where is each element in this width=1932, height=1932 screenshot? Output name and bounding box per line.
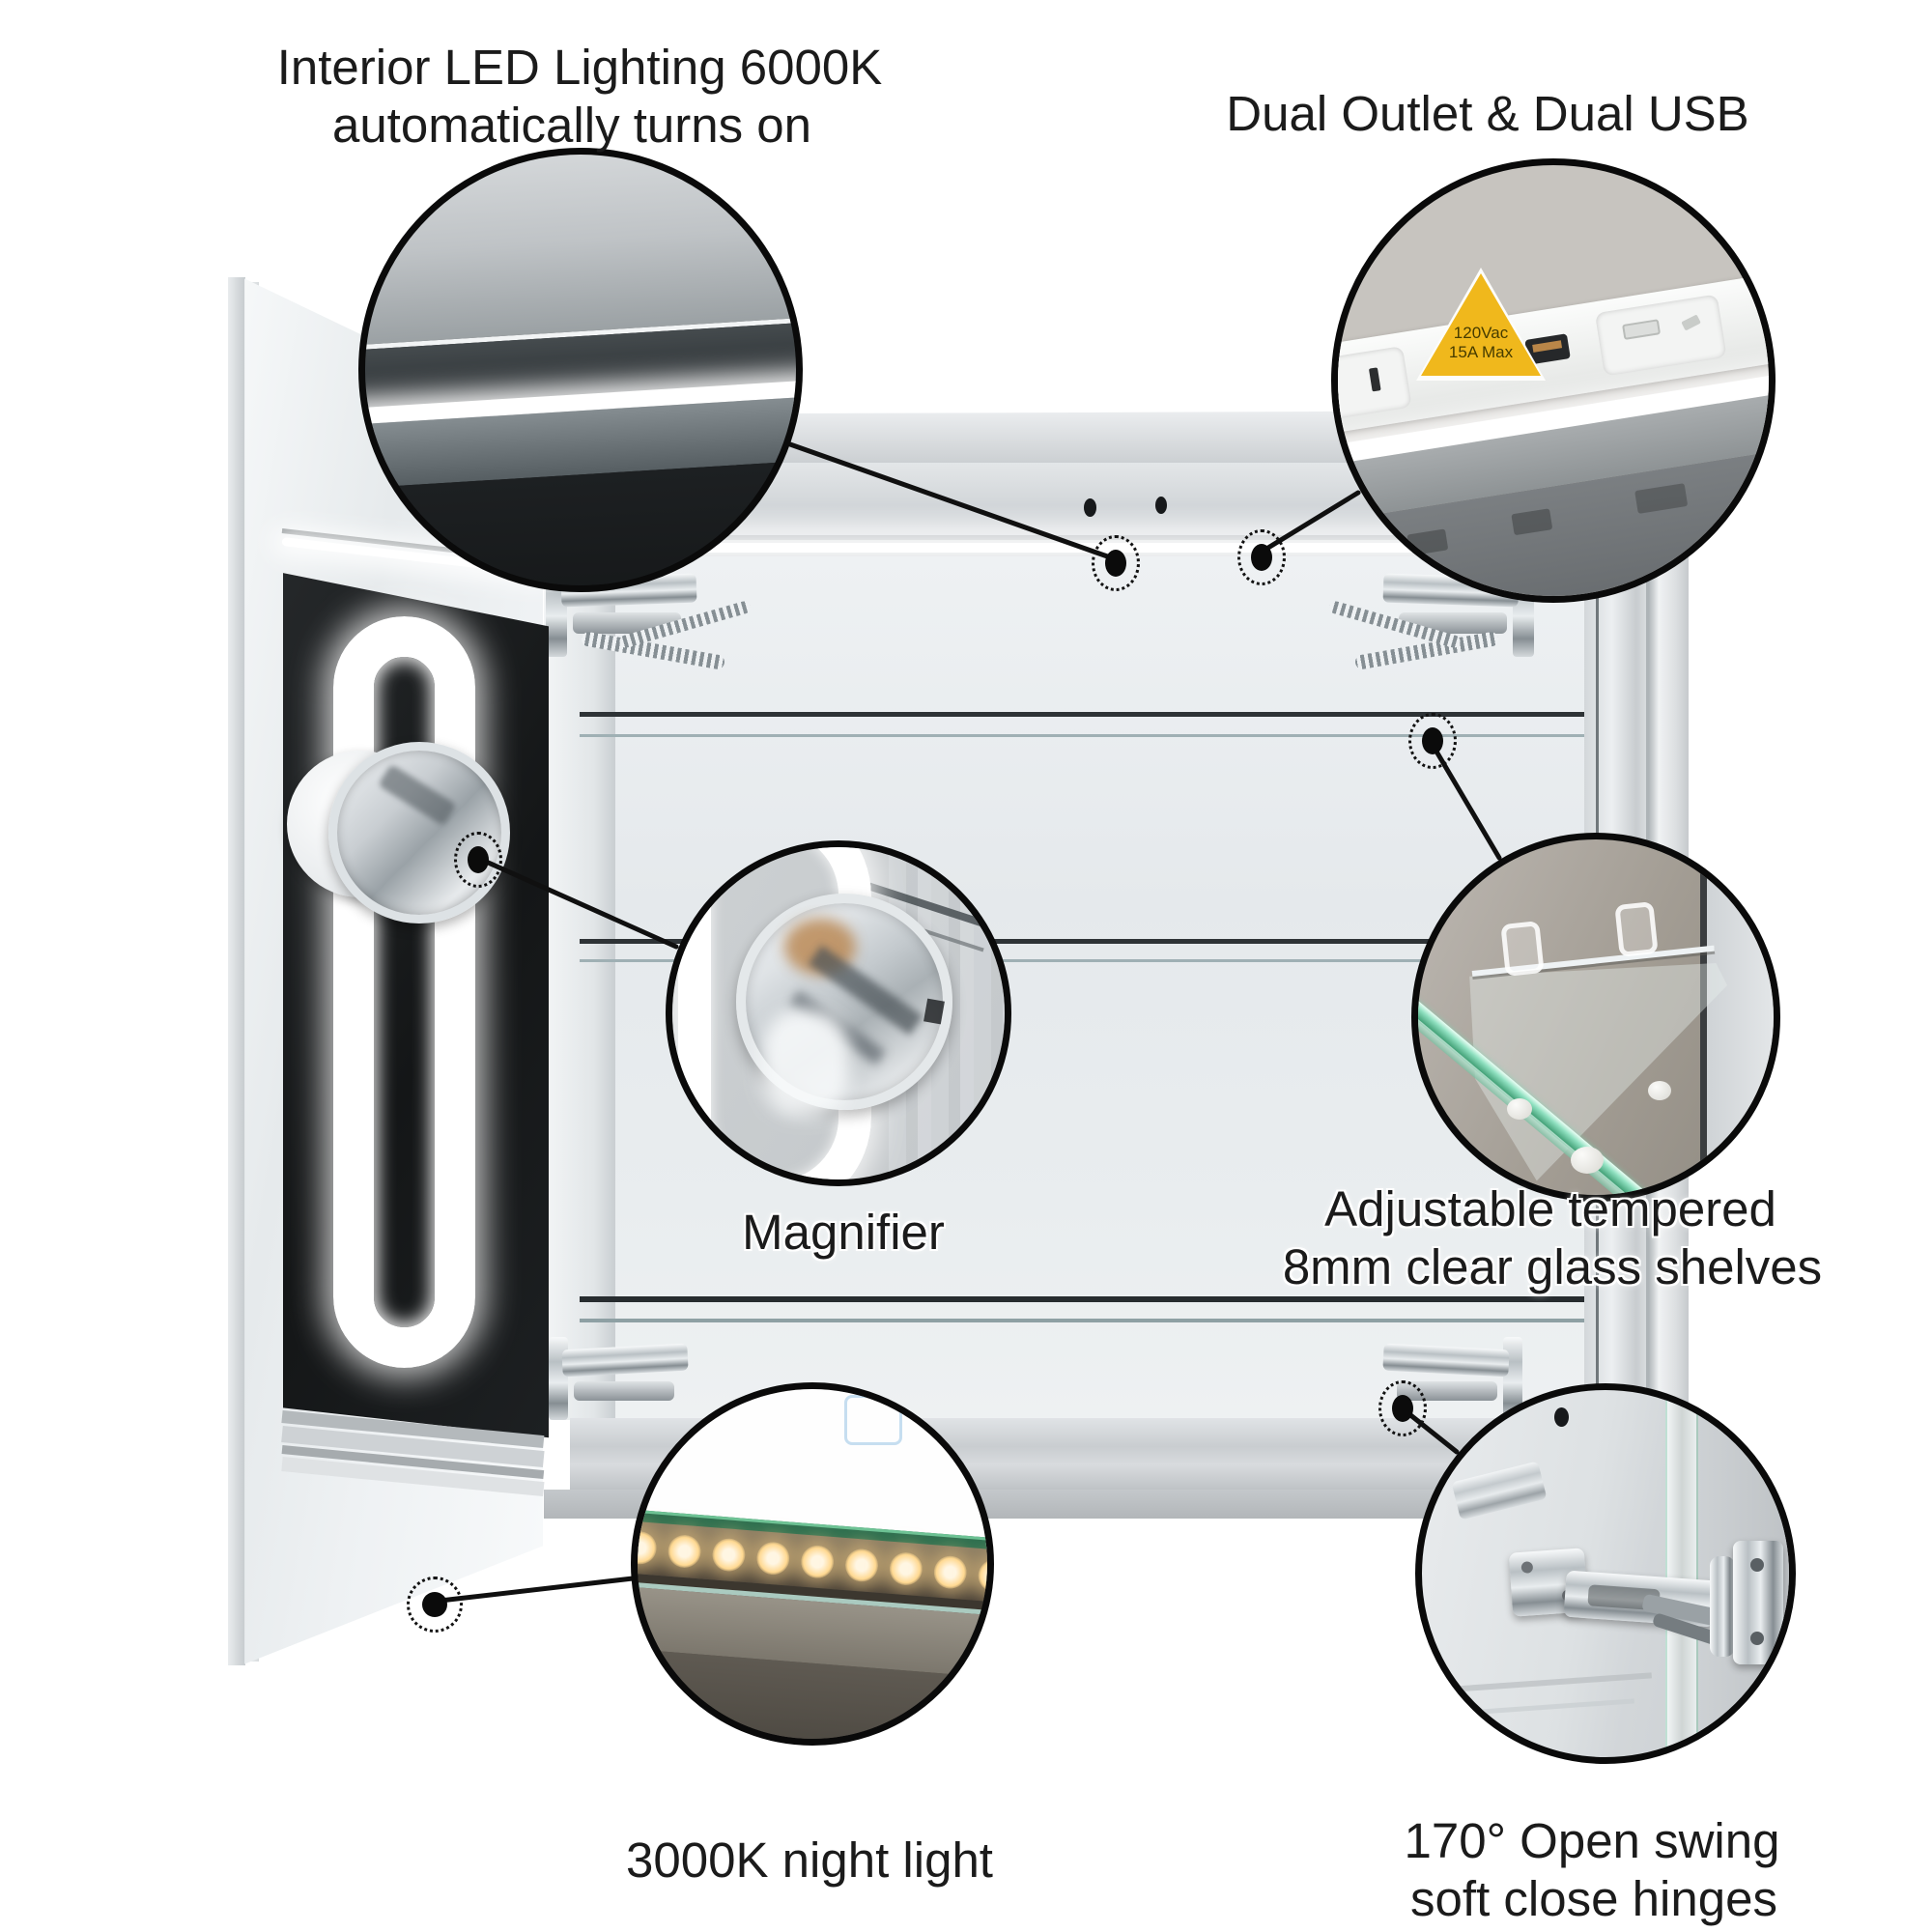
- screw: [1520, 1561, 1534, 1574]
- marker-dot: [1392, 1395, 1413, 1422]
- wall-corner-line: [1700, 839, 1707, 1195]
- feature-marker-magnifier: [454, 832, 502, 888]
- warm-led-dot: [755, 1540, 791, 1577]
- screw: [1750, 1558, 1764, 1572]
- warm-led-dot: [977, 1557, 987, 1594]
- marker-dot: [1422, 727, 1443, 754]
- glass-shelf-2-edge: [580, 939, 1596, 944]
- line-led: [787, 441, 1116, 561]
- sensor-indicator: [844, 1395, 902, 1445]
- callout-circle-outlet: ⌁ 120Vac 15A Max: [1331, 158, 1776, 603]
- warning-line-1: 120Vac: [1453, 324, 1509, 342]
- shelf-peg-3: [1648, 1081, 1671, 1100]
- glass-shelf-3-edge: [580, 1296, 1596, 1302]
- line-magnifier: [472, 854, 679, 950]
- power-outlet-right: [1594, 294, 1727, 377]
- interior-led-housing: [572, 535, 1594, 540]
- feature-marker-led: [1092, 535, 1140, 591]
- feature-marker-shelf: [1408, 713, 1457, 769]
- glass-shelf-3-glass: [580, 1319, 1596, 1322]
- white-reflection: [761, 1009, 850, 1116]
- label-interior-led-line1: Interior LED Lighting 6000K: [276, 40, 883, 95]
- label-magnifier: Magnifier: [742, 1205, 945, 1260]
- marker-dot: [1105, 550, 1126, 577]
- door-glass-edge: [1665, 1390, 1698, 1757]
- outlet-zoom-content: ⌁: [1331, 270, 1769, 596]
- feature-marker-outlet: [1237, 529, 1286, 585]
- mirror-edge-sliver: [1707, 839, 1774, 1195]
- reflected-slot: [1634, 483, 1689, 514]
- label-hinges-line1: 170° Open swing: [1404, 1813, 1780, 1868]
- door-led-ring: [333, 616, 475, 1368]
- floor-reflection: [1439, 1672, 1652, 1693]
- warning-text: 120Vac 15A Max: [1421, 324, 1541, 362]
- warm-led-dot: [711, 1537, 747, 1573]
- floor-reflection-2: [1451, 1698, 1634, 1717]
- warm-led-dot: [888, 1550, 924, 1587]
- warm-led-dot: [799, 1544, 836, 1580]
- line-nightlight: [429, 1576, 636, 1605]
- label-dual-outlet: Dual Outlet & Dual USB: [1226, 86, 1749, 141]
- warning-line-2: 15A Max: [1448, 343, 1514, 361]
- reflected-slot: [1406, 528, 1449, 556]
- feature-marker-nightlight: [407, 1577, 463, 1633]
- left-door-frame-strip: [228, 277, 245, 1665]
- marker-dot: [1251, 544, 1272, 571]
- glass-shelf-1-edge: [580, 712, 1596, 717]
- magnifier-zoom: [736, 894, 952, 1116]
- label-night-light: 3000K night light: [626, 1833, 993, 1888]
- metal-panel: [365, 155, 796, 348]
- outlet-slot: [1331, 375, 1334, 403]
- callout-circle-nightlight: [631, 1382, 994, 1746]
- warm-led-dot: [932, 1554, 969, 1590]
- door-hole: [1554, 1407, 1569, 1427]
- label-hinges-line2: soft close hinges: [1410, 1871, 1777, 1926]
- rail-hole-2: [1155, 497, 1167, 514]
- glass-shelf-2-glass: [580, 959, 1596, 962]
- outlet-slot: [1681, 314, 1701, 331]
- glass-shelf-1-glass: [580, 734, 1596, 737]
- power-outlet-left: [1331, 346, 1412, 425]
- shelf-peg-2: [1571, 1147, 1604, 1174]
- shelf-clip: [1500, 921, 1545, 977]
- callout-circle-hinge: [1415, 1383, 1796, 1764]
- label-shelves-line2: 8mm clear glass shelves: [1282, 1239, 1823, 1294]
- reflected-slot: [1511, 508, 1553, 536]
- hinge-mount-plate: [1733, 1541, 1783, 1664]
- shelf-clip-2: [1614, 901, 1659, 957]
- rail-hole: [1084, 498, 1096, 517]
- warm-led-dot: [638, 1530, 659, 1566]
- hinge-knuckle: [1710, 1556, 1735, 1657]
- marker-dot: [422, 1592, 447, 1617]
- cabinet-left-column: [544, 556, 615, 1420]
- callout-circle-magnifier: [666, 840, 1011, 1186]
- feature-marker-hinge: [1378, 1380, 1427, 1436]
- screw: [1750, 1632, 1764, 1645]
- outlet-slot: [1622, 319, 1662, 340]
- label-shelves-line1: Adjustable tempered: [1324, 1181, 1776, 1236]
- label-interior-led-line2: automatically turns on: [331, 98, 812, 153]
- callout-circle-shelf: [1411, 833, 1780, 1202]
- warm-led-dot: [843, 1548, 880, 1583]
- shelf-peg: [1507, 1098, 1532, 1120]
- outlet-slot: [1368, 367, 1381, 392]
- warm-led-dot: [667, 1533, 702, 1570]
- marker-dot: [468, 846, 489, 873]
- nightlight-zoom-content: [638, 1508, 987, 1739]
- led-zoom-content: [365, 155, 796, 585]
- hinge-reflection: [1451, 1461, 1548, 1520]
- usb-tongue: [1532, 340, 1563, 353]
- callout-circle-led-strip: [358, 148, 803, 592]
